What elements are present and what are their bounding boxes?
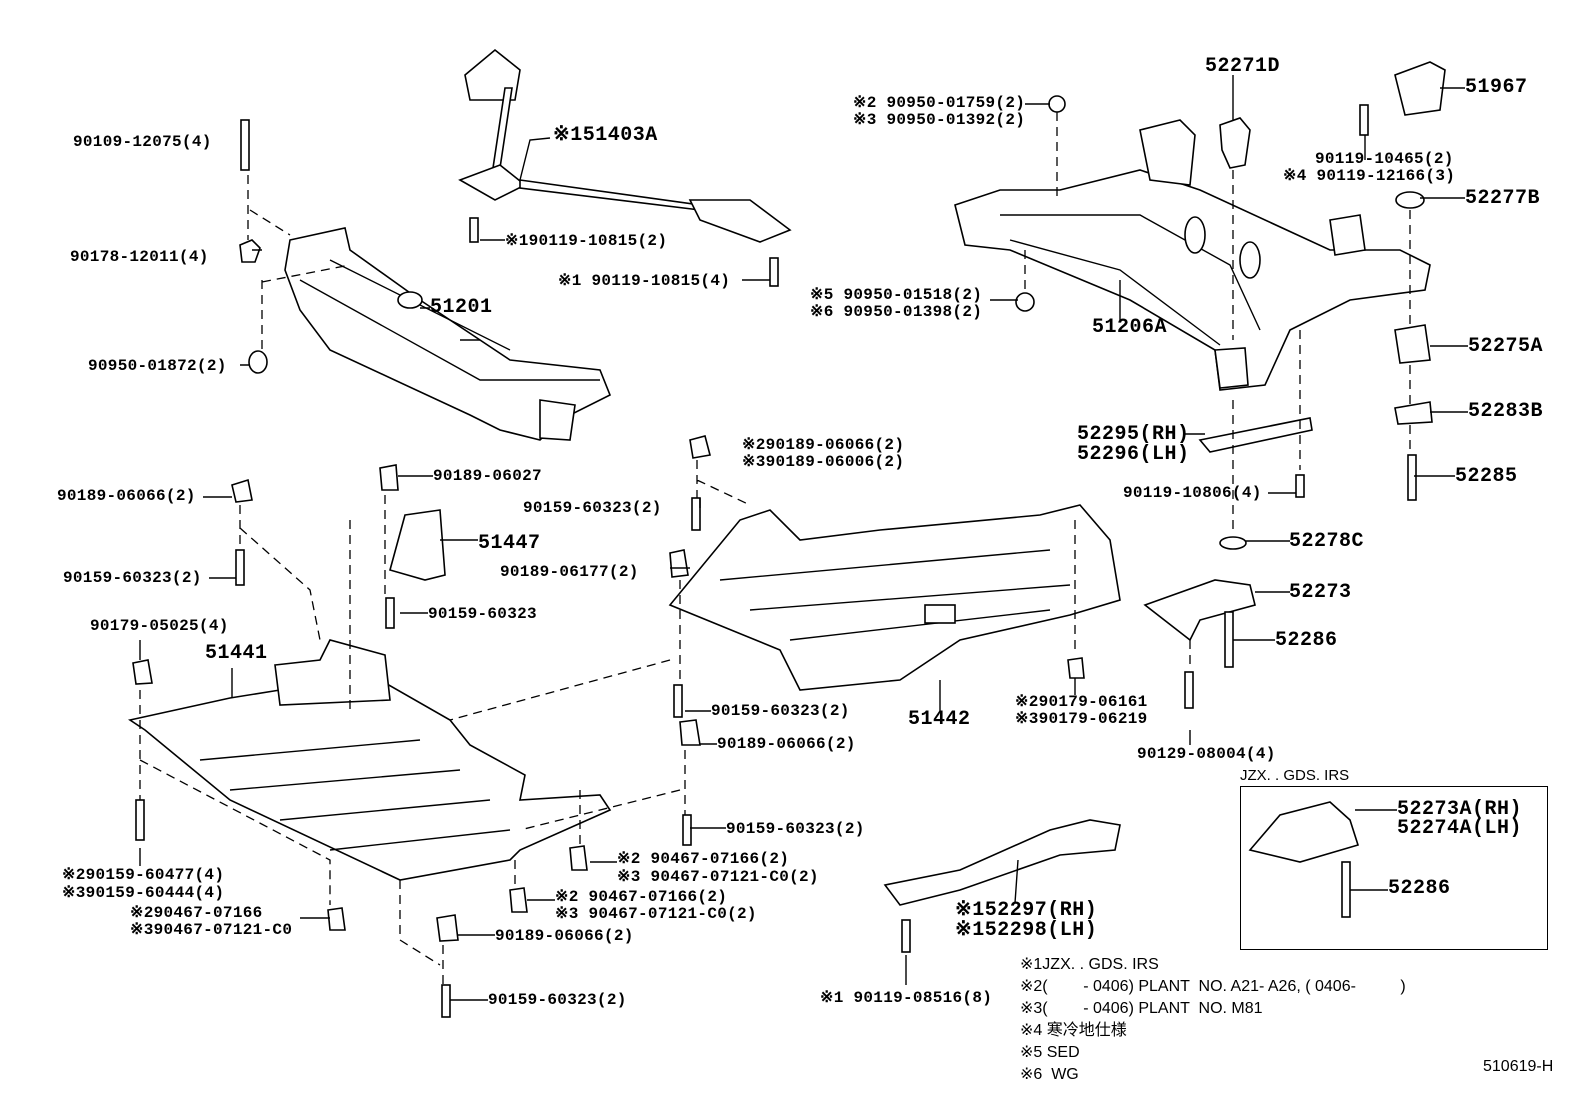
- part-label: 90159-60323(2): [523, 499, 662, 517]
- part-label: 90129-08004(4): [1137, 745, 1276, 763]
- part-label: 90189-06066(2): [57, 487, 196, 505]
- part-label: ※390159-60444(4): [62, 884, 225, 902]
- part-label: 90159-60323: [428, 605, 537, 623]
- crossmember-51201: [284, 227, 612, 441]
- part-label: 52274A(LH): [1397, 817, 1523, 840]
- part-label: 52286: [1275, 629, 1338, 652]
- part-label: 90109-12075(4): [73, 133, 212, 151]
- footnote: ※5 SED: [1020, 1044, 1080, 1061]
- part-label: 51442: [908, 708, 971, 731]
- part-label: 90179-05025(4): [90, 617, 229, 635]
- part-label: 52273: [1289, 581, 1352, 604]
- part-label: 51206A: [1092, 316, 1168, 339]
- part-label: ※151403A: [553, 124, 658, 147]
- part-label: 52283B: [1468, 400, 1544, 423]
- part-label: ※1 90119-10815(4): [558, 272, 731, 290]
- part-label: 90189-06027: [433, 467, 542, 485]
- subframe-51206A: [954, 119, 1431, 391]
- part-label: ※5 90950-01518(2): [810, 286, 983, 304]
- part-label: 52271D: [1205, 55, 1281, 78]
- part-label: ※390467-07121-C0: [130, 921, 293, 939]
- part-label: 52285: [1455, 465, 1518, 488]
- part-label: ※290159-60477(4): [62, 866, 225, 884]
- part-label: 90189-06177(2): [500, 563, 639, 581]
- part-label: ※2 90467-07166(2): [555, 888, 728, 906]
- fasteners: [132, 61, 1446, 1018]
- part-label: ※290189-06066(2): [742, 436, 905, 454]
- part-label: 52277B: [1465, 187, 1541, 210]
- part-label: ※6 90950-01398(2): [810, 303, 983, 321]
- part-label: ※290467-07166: [130, 904, 263, 922]
- part-label: 51967: [1465, 76, 1528, 99]
- part-label: 90119-10465(2): [1315, 150, 1454, 168]
- part-label: 51201: [430, 296, 493, 319]
- part-label: 90159-60323(2): [63, 569, 202, 587]
- part-label: 52278C: [1289, 530, 1365, 553]
- part-label: ※152297(RH): [955, 899, 1098, 922]
- footnote: ※4 寒冷地仕様: [1020, 1022, 1127, 1039]
- part-label: 52273A(RH): [1397, 798, 1523, 821]
- part-label: 52286: [1388, 877, 1451, 900]
- part-label: 51447: [478, 532, 541, 555]
- part-label: ※3 90467-07121-C0(2): [555, 905, 757, 923]
- part-label: 90950-01872(2): [88, 357, 227, 375]
- part-label: 90178-12011(4): [70, 248, 209, 266]
- part-label: 90189-06066(2): [717, 735, 856, 753]
- part-label: ※152298(LH): [955, 919, 1098, 942]
- part-label: ※4 90119-12166(3): [1283, 167, 1456, 185]
- under-cover-51441: [127, 639, 612, 881]
- part-label: ※3 90950-01392(2): [853, 111, 1026, 129]
- leader-lines: [139, 75, 1468, 1001]
- part-label: ※3 90467-07121-C0(2): [617, 868, 819, 886]
- under-cover-51442: [668, 504, 1121, 691]
- part-label: 52295(RH): [1077, 423, 1190, 446]
- part-label: 90119-10806(4): [1123, 484, 1262, 502]
- part-label: 90159-60323(2): [488, 991, 627, 1009]
- part-label: ※390189-06006(2): [742, 453, 905, 471]
- part-label: 52275A: [1468, 335, 1544, 358]
- variant-box-title: JZX. . GDS. IRS: [1240, 767, 1350, 784]
- part-label: ※290179-06161: [1015, 693, 1148, 711]
- part-label: ※2 90950-01759(2): [853, 94, 1026, 112]
- part-label: ※190119-10815(2): [505, 232, 668, 250]
- part-label: 90189-06066(2): [495, 927, 634, 945]
- diagram-id: 510619-H: [1483, 1058, 1554, 1075]
- cover-51447: [389, 509, 446, 581]
- footnote: ※1JZX. . GDS. IRS: [1020, 956, 1159, 973]
- part-label: 90159-60323(2): [711, 702, 850, 720]
- footnote: ※3( - 0406) PLANT NO. M81: [1020, 1000, 1263, 1017]
- part-label: ※390179-06219: [1015, 710, 1148, 728]
- part-label: 52296(LH): [1077, 443, 1190, 466]
- part-label: ※2 90467-07166(2): [617, 850, 790, 868]
- variant-box-jzx: [1240, 786, 1548, 950]
- part-label: ※1 90119-08516(8): [820, 989, 993, 1007]
- footnote: ※6 WG: [1020, 1066, 1079, 1083]
- footnote: ※2( - 0406) PLANT NO. A21- A26, ( 0406- …: [1020, 978, 1406, 995]
- part-label: 90159-60323(2): [726, 820, 865, 838]
- part-label: 51441: [205, 642, 268, 665]
- brace-52297: [883, 819, 1121, 906]
- stay-51403A: [458, 48, 792, 243]
